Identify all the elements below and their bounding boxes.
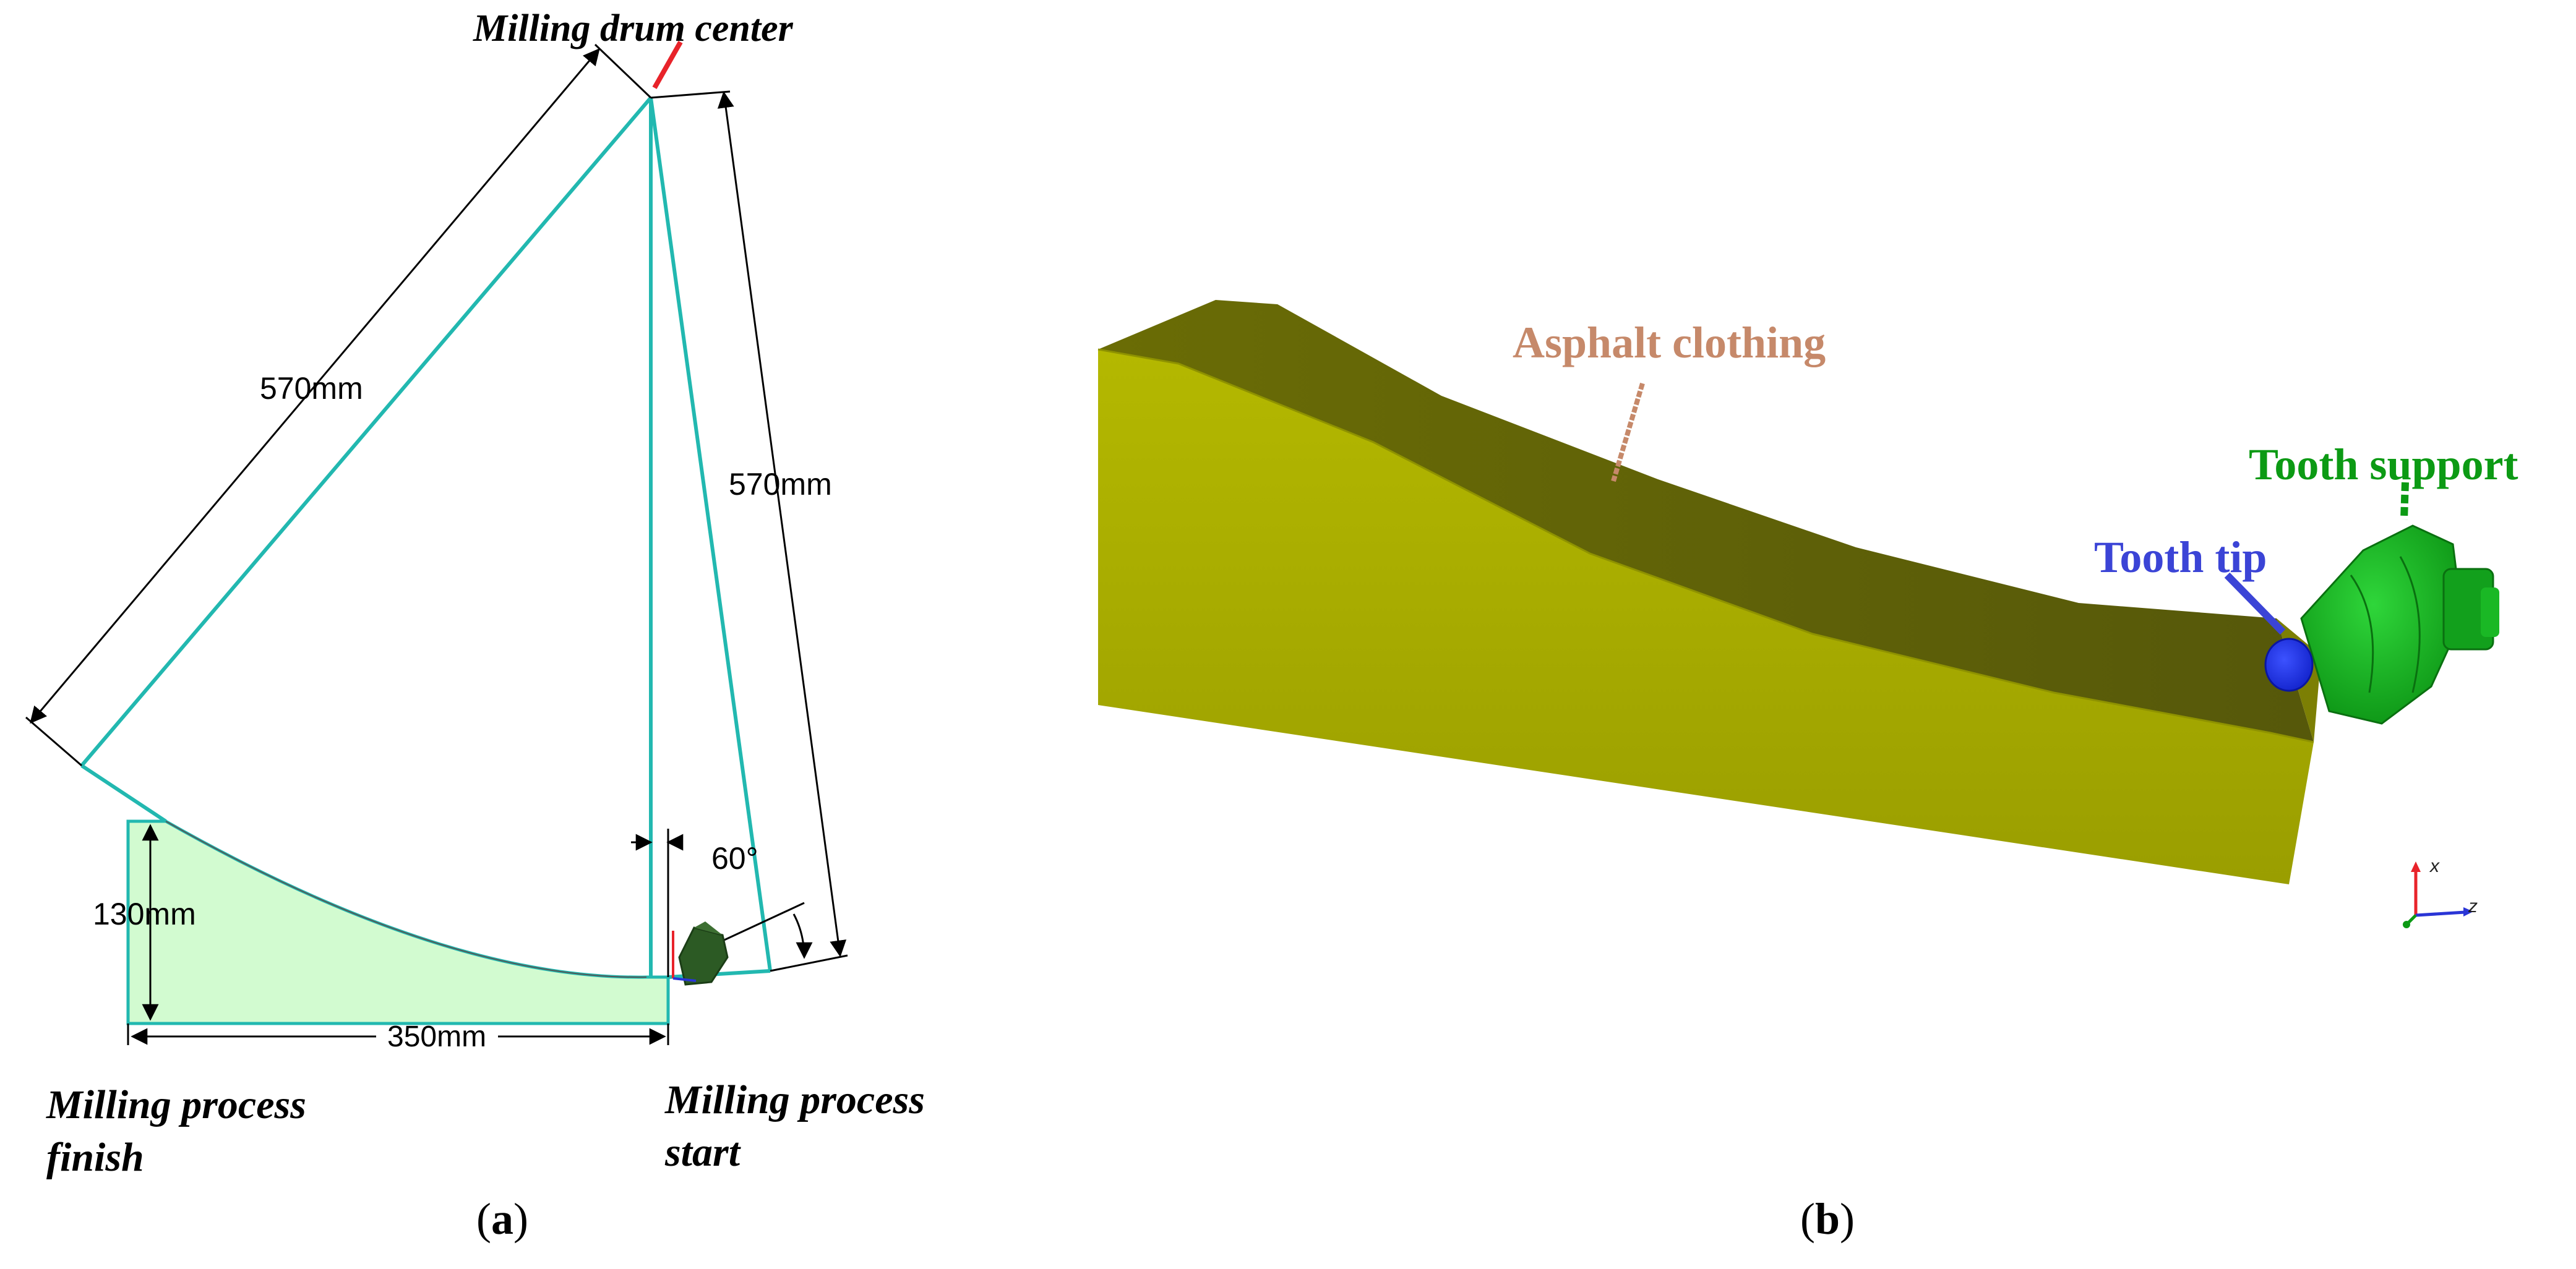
- caption-b: (b): [1800, 1194, 1855, 1244]
- tooth-tip-pointer: [2224, 572, 2286, 635]
- angle-label: 60°: [711, 841, 758, 876]
- asphalt-label: Asphalt clothing: [1513, 318, 1826, 367]
- dimension-lines: [25, 43, 848, 1045]
- start-label-line1: Milling process: [664, 1077, 925, 1122]
- asphalt-pointer: [1611, 382, 1645, 482]
- axis-x-label: x: [2429, 856, 2440, 876]
- axis-triad-icon: x z: [2403, 856, 2478, 928]
- height-label: 130mm: [93, 897, 196, 931]
- milled-region: [126, 819, 670, 1025]
- caption-a: (a): [476, 1194, 528, 1244]
- tooth-tip-label: Tooth tip: [2094, 532, 2267, 582]
- drum-center-pointer: [652, 41, 683, 89]
- tooth-support-icon: [2300, 524, 2499, 725]
- length-right-label: 570mm: [729, 467, 832, 502]
- drum-center-label: Milling drum center: [473, 7, 794, 49]
- tooth-support-pointer: [2400, 482, 2409, 520]
- finish-label-line2: finish: [46, 1135, 144, 1180]
- finish-label-line1: Milling process: [46, 1082, 306, 1127]
- asphalt-block-front: [1098, 349, 2314, 884]
- width-label: 350mm: [387, 1020, 486, 1053]
- milled-arc: [165, 821, 647, 978]
- asphalt-block-edge: [1097, 348, 2314, 743]
- tooth-support-label: Tooth support: [2249, 440, 2518, 489]
- panel-b: Asphalt clothing Tooth support Tooth tip…: [1097, 300, 2518, 1244]
- asphalt-block-top: [1098, 300, 2314, 742]
- tooth-icon-small: [672, 921, 729, 986]
- start-label-line2: start: [664, 1130, 741, 1175]
- tooth-tip-icon: [2264, 638, 2314, 692]
- panel-a: Milling drum center 570mm 570mm 130mm 35…: [25, 7, 925, 1244]
- axis-z-label: z: [2468, 896, 2478, 916]
- length-left-label: 570mm: [260, 371, 363, 406]
